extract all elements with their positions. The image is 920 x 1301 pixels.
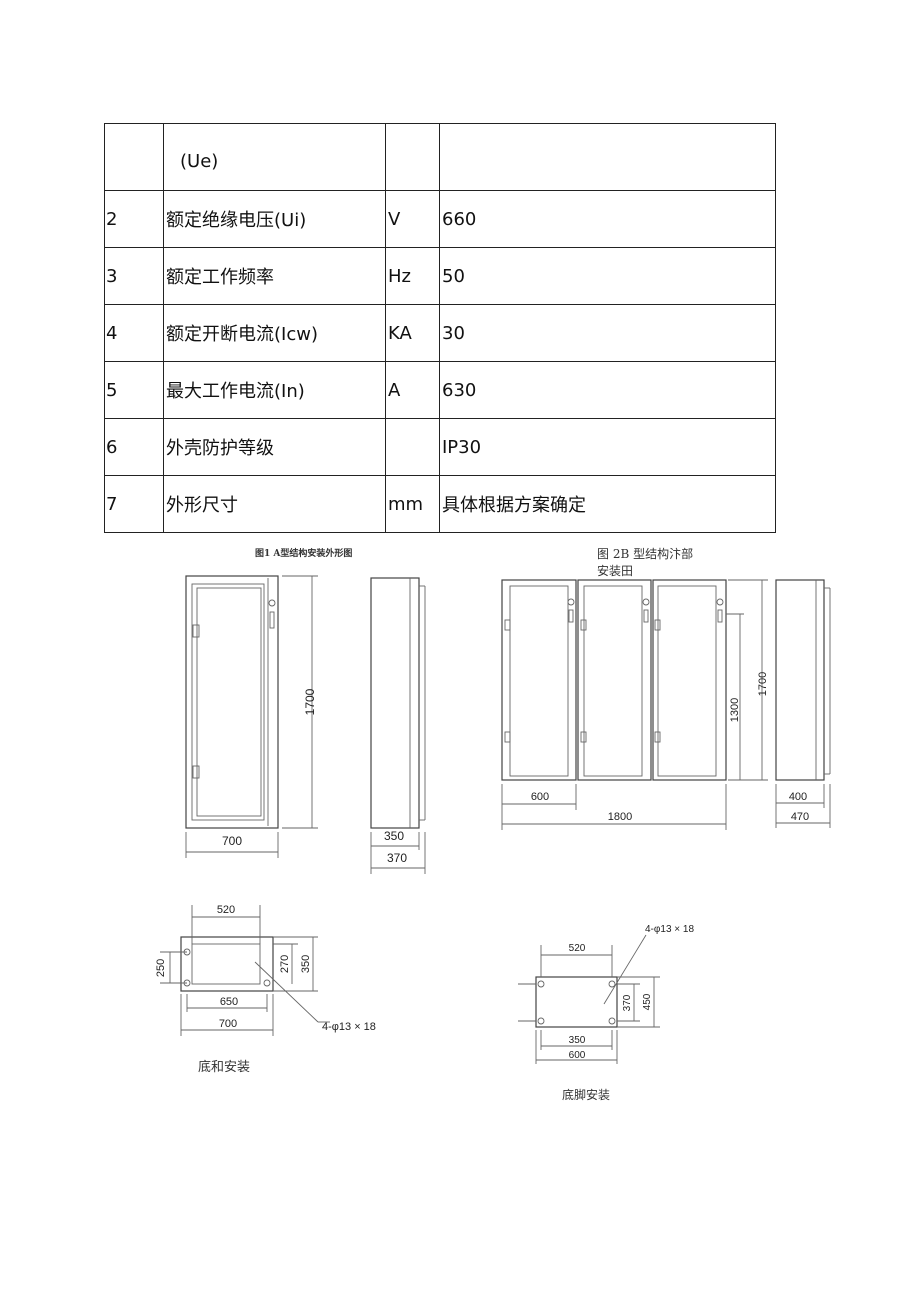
fig1-width-dimension: 700 bbox=[185, 832, 279, 858]
base-b-370-label: 370 bbox=[622, 994, 633, 1011]
table-row: 6 外壳防护等级 IP30 bbox=[104, 418, 776, 476]
base-a-700-label: 700 bbox=[219, 1018, 237, 1030]
table-row: 5 最大工作电流(In) A 630 bbox=[104, 361, 776, 419]
fig2-width-dimensions: 600 1800 bbox=[501, 784, 727, 830]
fig1-depth-inner-label: 350 bbox=[384, 829, 404, 843]
fig2-depth-outer-label: 470 bbox=[791, 811, 809, 823]
param-value: 30 bbox=[439, 304, 776, 362]
base-a-top-label: 520 bbox=[217, 904, 235, 916]
base-a-250-label: 250 bbox=[155, 959, 167, 977]
param-unit: Hz bbox=[385, 247, 440, 305]
param-value: 660 bbox=[439, 190, 776, 248]
base-b-600-label: 600 bbox=[569, 1050, 586, 1061]
fig1-height-label: 1700 bbox=[303, 688, 317, 715]
fig2-depth-inner-label: 400 bbox=[789, 791, 807, 803]
base-a-label: 底和安装 bbox=[198, 1060, 251, 1075]
fig2-height-inner-label: 1300 bbox=[729, 698, 741, 722]
base-a-drawing: 520 650 700 250 270 350 4-φ13 × 18 bbox=[155, 904, 376, 1036]
param-value bbox=[439, 123, 776, 191]
base-b-top-label: 520 bbox=[569, 943, 586, 954]
base-b-350-label: 350 bbox=[569, 1035, 586, 1046]
fig2-total-width-label: 1800 bbox=[608, 811, 632, 823]
spec-table: (Ue) 2 额定绝缘电压(Ui) V 660 3 额定工作频率 Hz 50 4… bbox=[104, 123, 776, 533]
param-name: 外形尺寸 bbox=[163, 475, 386, 533]
param-value: IP30 bbox=[439, 418, 776, 476]
figure2-caption-line1: 图 2B 型结构汴部 bbox=[597, 547, 694, 561]
base-a-650-label: 650 bbox=[220, 996, 238, 1008]
base-a-270-label: 270 bbox=[279, 955, 291, 973]
base-a-350-label: 350 bbox=[300, 955, 312, 973]
base-b-drawing: 520 350 600 370 450 4-φ13 × 18 bbox=[518, 924, 694, 1064]
table-row: 7 外形尺寸 mm 具体根据方案确定 bbox=[104, 475, 776, 533]
fig1-height-dimension: 1700 bbox=[282, 575, 318, 829]
base-b-450-label: 450 bbox=[642, 993, 653, 1010]
fig1-depth-outer-label: 370 bbox=[387, 851, 407, 865]
table-row: 4 额定开断电流(Icw) KA 30 bbox=[104, 304, 776, 362]
base-a-holes-label: 4-φ13 × 18 bbox=[322, 1021, 376, 1033]
table-row: 3 额定工作频率 Hz 50 bbox=[104, 247, 776, 305]
row-number: 2 bbox=[104, 190, 164, 248]
fig2-height-outer-label: 1700 bbox=[757, 672, 769, 696]
base-b-label: 底脚安装 bbox=[562, 1088, 611, 1102]
fig2-front-view bbox=[501, 579, 727, 781]
fig1-width-label: 700 bbox=[222, 834, 242, 848]
param-value: 具体根据方案确定 bbox=[439, 475, 776, 533]
figure1-caption: 图1 A型结构安装外形图 bbox=[255, 549, 353, 559]
row-number: 6 bbox=[104, 418, 164, 476]
param-name: 最大工作电流(In) bbox=[163, 361, 386, 419]
row-number: 7 bbox=[104, 475, 164, 533]
fig1-side-view: 350 370 bbox=[370, 577, 426, 874]
row-number bbox=[104, 123, 164, 191]
base-b-holes-label: 4-φ13 × 18 bbox=[645, 924, 694, 935]
param-name: 外壳防护等级 bbox=[163, 418, 386, 476]
fig2-height-dimensions: 1700 1300 bbox=[726, 579, 769, 781]
fig2-panel-width-label: 600 bbox=[531, 791, 549, 803]
param-unit: KA bbox=[385, 304, 440, 362]
fig1-front-view bbox=[185, 575, 279, 829]
row-number: 3 bbox=[104, 247, 164, 305]
param-name: 额定开断电流(Icw) bbox=[163, 304, 386, 362]
param-unit: mm bbox=[385, 475, 440, 533]
fig2-side-view: 400 470 bbox=[775, 579, 831, 828]
figure2-caption-line2: 安装田 bbox=[597, 564, 634, 578]
